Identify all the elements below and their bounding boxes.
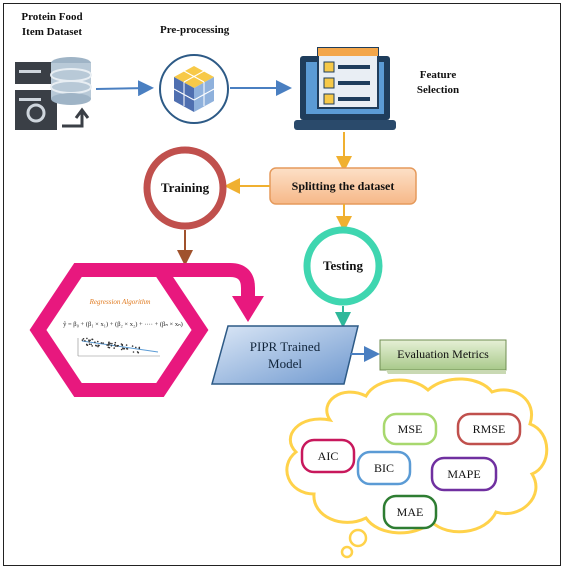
mini-scatter-plot <box>77 337 160 357</box>
scatter-dot <box>108 346 111 349</box>
scatter-dot <box>86 337 88 340</box>
trained-model-box <box>211 325 359 385</box>
scatter-dot <box>138 347 141 350</box>
bic-label: BIC <box>373 461 394 475</box>
scatter-dot <box>125 344 128 346</box>
rmse-pill <box>456 412 522 446</box>
scatter-dot <box>122 348 124 350</box>
dataset-label-line1: Protein Food <box>21 11 83 23</box>
scatter-dot <box>86 344 89 347</box>
scatter-dot <box>97 345 99 348</box>
feature-selection-line1: Feature <box>419 69 457 81</box>
scatter-dot <box>123 347 126 350</box>
mse-pill <box>382 412 438 446</box>
scatter-dot <box>114 345 117 347</box>
scatter-dot <box>88 339 90 342</box>
evaluation-metrics-box <box>379 339 507 374</box>
scatter-dot <box>113 347 115 349</box>
checklist-laptop-icon <box>294 47 396 130</box>
scatter-dot <box>131 345 134 347</box>
aic-label: AIC <box>317 449 339 463</box>
scatter-dot <box>135 346 137 349</box>
scatter-dot <box>132 351 135 353</box>
aic-pill <box>300 438 356 474</box>
testing-circle <box>303 226 383 306</box>
preprocessing-label: Pre-processing <box>160 24 230 36</box>
diagram-frame <box>3 3 561 566</box>
arrow-regression-to-model <box>160 263 264 322</box>
scatter-dot <box>114 341 117 344</box>
scatter-dot <box>102 342 104 344</box>
testing-label: Testing <box>323 258 363 273</box>
scatter-dot <box>84 340 86 342</box>
rmse-label: RMSE <box>472 422 506 436</box>
training-circle <box>143 146 227 230</box>
trained-model-line1: PIPR Trained <box>249 339 321 354</box>
scatter-dot <box>100 342 103 344</box>
scatter-dot <box>95 344 97 347</box>
splitting-label: Splitting the dataset <box>291 179 395 193</box>
scatter-dot <box>90 343 92 346</box>
trained-model-label: PIPR Trained Model <box>220 338 350 372</box>
scatter-dot <box>121 344 124 347</box>
database-server-icon <box>15 57 92 130</box>
scatter-dot <box>109 342 111 345</box>
scatter-dot <box>120 348 123 351</box>
regression-title: Regression Algorithm <box>89 298 151 306</box>
bic-pill <box>356 450 412 486</box>
regression-formula: ŷ = β₀ + (β₁ × x₁) + (β₂ × x₂) + ···· + … <box>63 321 183 328</box>
mse-label: MSE <box>397 422 423 436</box>
training-label: Training <box>160 180 210 195</box>
scatter-dot <box>114 343 116 346</box>
scatter-dot <box>108 341 110 344</box>
scatter-dot <box>91 338 93 341</box>
scatter-dot <box>89 339 91 342</box>
scatter-dot <box>108 343 110 346</box>
feature-selection-line2: Selection <box>416 84 460 96</box>
scatter-dot <box>110 345 113 347</box>
scatter-dot <box>88 340 90 343</box>
scatter-dot <box>97 340 99 343</box>
trained-model-line2: Model <box>268 356 302 371</box>
mae-pill <box>382 494 438 530</box>
arrow-dataset-to-preprocessing <box>95 80 154 97</box>
scatter-dot <box>111 342 113 345</box>
scatter-dot <box>91 345 93 347</box>
scatter-dot <box>82 338 85 340</box>
mape-pill <box>430 456 498 492</box>
evaluation-label: Evaluation Metrics <box>397 347 489 361</box>
dataset-label-line2: Item Dataset <box>21 26 83 38</box>
cube-preprocessing-icon <box>159 54 229 124</box>
mae-label: MAE <box>396 505 424 519</box>
feature-selection-label: Feature Selection <box>408 68 468 98</box>
scatter-dot <box>81 339 84 341</box>
scatter-dot <box>97 344 99 347</box>
scatter-dot <box>88 343 91 346</box>
dataset-label: Protein Food Item Dataset <box>12 10 92 40</box>
scatter-dot <box>116 345 118 347</box>
scatter-dot <box>136 351 139 353</box>
scatter-dot <box>126 347 128 350</box>
scatter-dot <box>94 341 96 344</box>
mape-label: MAPE <box>447 467 481 481</box>
regression-hexagon <box>29 263 209 397</box>
